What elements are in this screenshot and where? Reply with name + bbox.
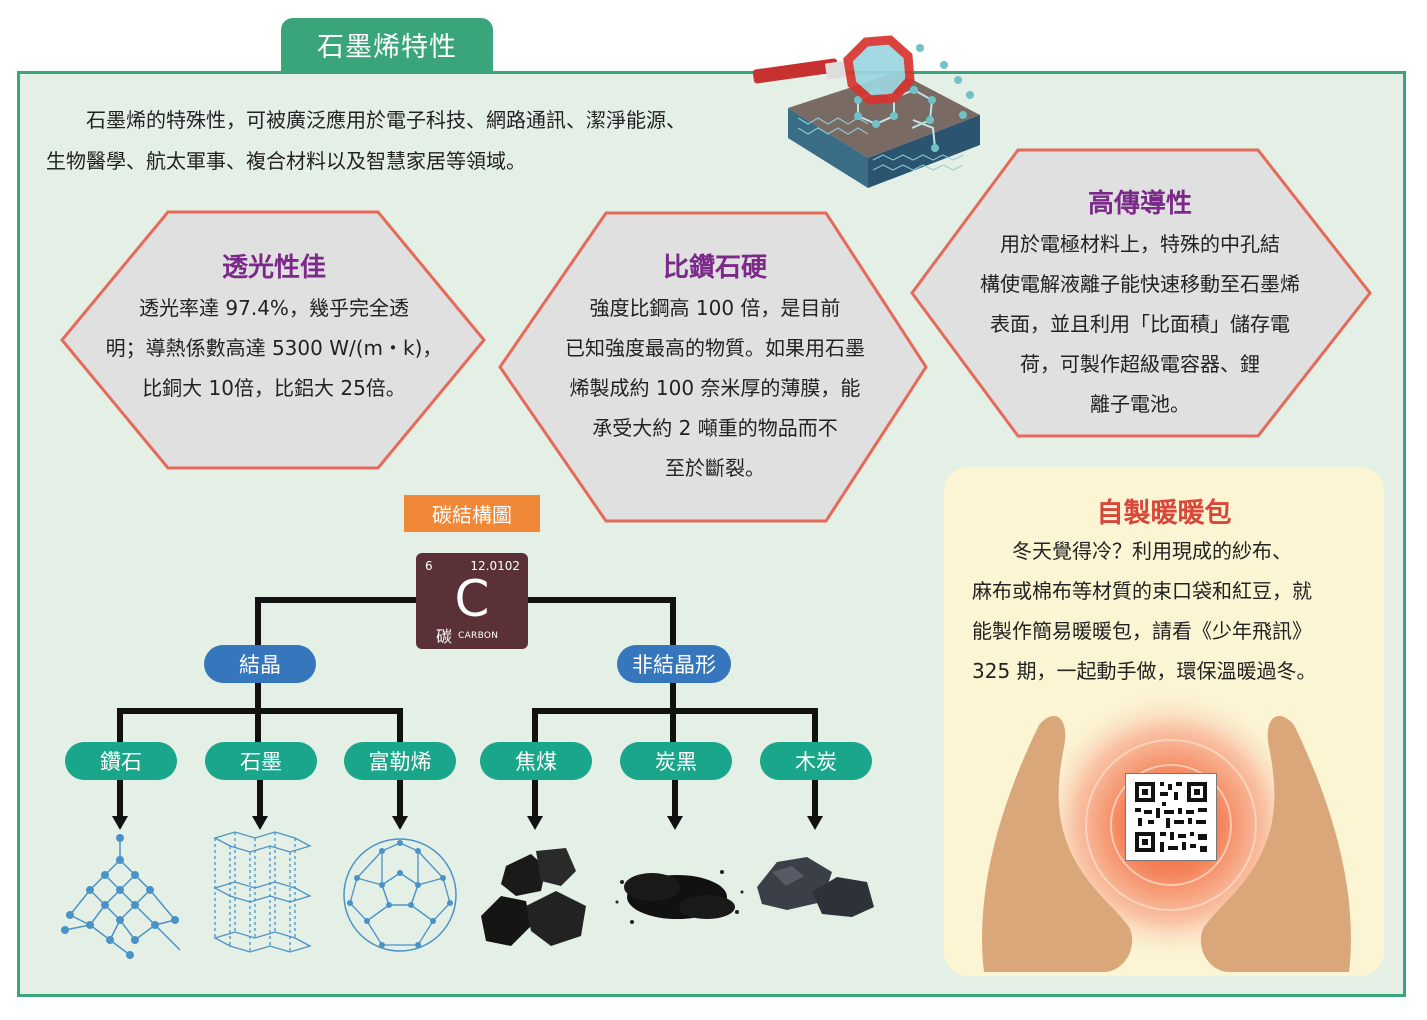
diy-line: 麻布或棉布等材質的束口袋和紅豆，就 <box>972 579 1312 603</box>
child-carbon-black: 炭黑 <box>620 742 732 780</box>
diy-line: 能製作簡易暖暖包，請看《少年飛訊》 <box>972 619 1312 643</box>
page-title: 石墨烯特性 <box>281 18 493 71</box>
diy-title: 自製暖暖包 <box>1096 498 1232 529</box>
hex-hardness: 比鑽石硬 強度比鋼高 100 倍，是目前 已知強度最高的物質。如果用石墨 烯製成… <box>530 250 900 488</box>
child-coke: 焦煤 <box>480 742 592 780</box>
hex-line: 強度比鋼高 100 倍，是目前 <box>589 296 841 320</box>
hex-line: 表面，並且利用「比面積」儲存電 <box>990 312 1290 336</box>
charcoal-illustration <box>757 857 874 917</box>
atomic-mass: 12.0102 <box>470 559 520 573</box>
right-hand <box>1200 716 1351 972</box>
graphene-magnifier-illustration <box>752 35 980 188</box>
group-crystalline: 結晶 <box>204 645 316 683</box>
diy-body: 冬天覺得冷？利用現成的紗布、 麻布或棉布等材質的束口袋和紅豆，就 能製作簡易暖暖… <box>972 531 1372 691</box>
carbon-chart-label: 碳結構圖 <box>404 495 540 532</box>
element-name-en: CARBON <box>458 631 499 641</box>
hex-line: 構使電解液離子能快速移動至石墨烯 <box>980 272 1300 296</box>
hex-line: 明；導熱係數高達 5300 W/(m・k)， <box>105 336 443 360</box>
atomic-number: 6 <box>425 559 433 573</box>
diamond-structure-illustration <box>61 834 181 959</box>
hex-line: 至於斷裂。 <box>665 456 765 480</box>
qr-code[interactable] <box>1125 773 1217 861</box>
fullerene-structure-illustration <box>343 838 457 952</box>
hex-title: 高傳導性 <box>1087 189 1192 219</box>
hex-line: 離子電池。 <box>1090 392 1190 416</box>
coke-illustration <box>481 848 586 946</box>
diy-line: 325 期，一起動手做，環保溫暖過冬。 <box>972 659 1317 683</box>
carbon-black-illustration <box>615 870 744 924</box>
hex-line: 透光率達 97.4%，幾乎完全透 <box>139 296 409 320</box>
hex-line: 承受大約 2 噸重的物品而不 <box>592 416 838 440</box>
hex-conductivity: 高傳導性 用於電極材料上，特殊的中孔結 構使電解液離子能快速移動至石墨烯 表面，… <box>950 186 1330 424</box>
hex-title: 透光性佳 <box>221 253 326 283</box>
child-charcoal: 木炭 <box>760 742 872 780</box>
intro-paragraph: 石墨烯的特殊性，可被廣泛應用於電子科技、網路通訊、潔淨能源、 生物醫學、航太軍事… <box>46 100 766 182</box>
carbon-element-tile: 6 12.0102 C 碳 CARBON <box>416 553 528 649</box>
child-fullerene: 富勒烯 <box>344 742 456 780</box>
qr-code-icon <box>1135 782 1207 852</box>
hex-title: 比鑽石硬 <box>662 253 767 283</box>
hex-line: 比銅大 10倍，比鋁大 25倍。 <box>142 376 406 400</box>
child-graphite: 石墨 <box>205 742 317 780</box>
hex-shape-transparency <box>60 210 486 470</box>
intro-line: 生物醫學、航太軍事、複合材料以及智慧家居等領域。 <box>46 149 526 173</box>
intro-line: 石墨烯的特殊性，可被廣泛應用於電子科技、網路通訊、潔淨能源、 <box>86 108 686 132</box>
hex-line: 已知強度最高的物質。如果用石墨 <box>565 336 865 360</box>
hex-line: 用於電極材料上，特殊的中孔結 <box>1000 232 1280 256</box>
hex-shape-hardness <box>498 211 928 523</box>
group-amorphous: 非結晶形 <box>617 645 731 683</box>
element-symbol: C <box>454 570 490 628</box>
hex-line: 烯製成約 100 奈米厚的薄膜，能 <box>569 376 861 400</box>
graphite-structure-illustration <box>213 831 312 953</box>
child-diamond: 鑽石 <box>65 742 177 780</box>
hex-line: 荷，可製作超級電容器、鋰 <box>1020 352 1260 376</box>
diy-line: 冬天覺得冷？利用現成的紗布、 <box>1012 539 1292 563</box>
hex-transparency: 透光性佳 透光率達 97.4%，幾乎完全透 明；導熱係數高達 5300 W/(m… <box>92 250 456 408</box>
left-hand <box>982 716 1133 972</box>
element-name-zh: 碳 <box>436 627 453 646</box>
hex-shape-conductivity <box>910 148 1372 438</box>
